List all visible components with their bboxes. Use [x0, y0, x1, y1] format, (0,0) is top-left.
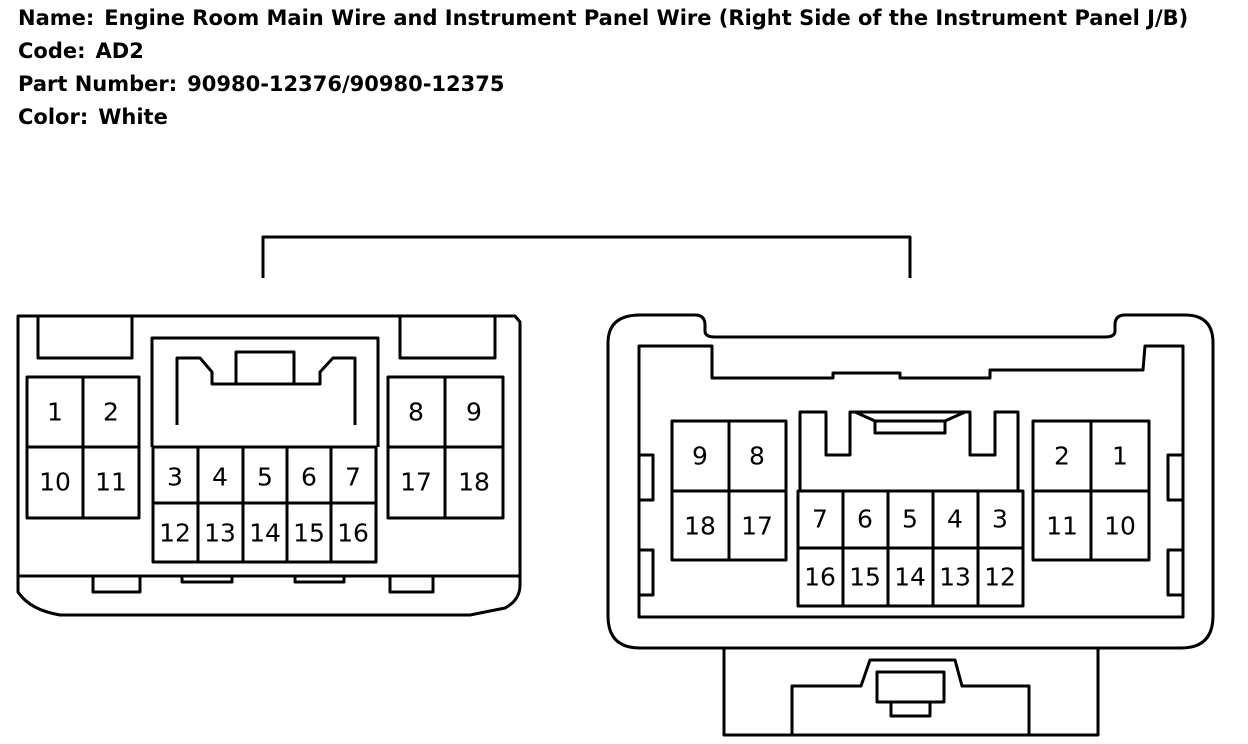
code-value: AD2 — [95, 39, 144, 63]
left-tab-right — [398, 316, 497, 360]
right-pin-9: 9 — [692, 442, 708, 471]
right-key-notch — [854, 410, 966, 423]
left-latch-inner — [175, 356, 357, 425]
right-connector-housing — [606, 313, 1215, 650]
info-color-row: Color: White — [18, 107, 168, 128]
right-keyway — [798, 410, 1020, 492]
left-pin-17: 17 — [400, 468, 432, 497]
info-code-row: Code: AD2 — [18, 41, 144, 62]
left-latch-frame — [150, 336, 380, 447]
color-label: Color: — [18, 105, 89, 129]
right-lock-foot — [889, 702, 932, 718]
left-pin-3: 3 — [167, 463, 183, 492]
right-pin-12: 12 — [984, 563, 1016, 592]
left-pin-12: 12 — [159, 519, 191, 548]
left-pin-10: 10 — [39, 468, 71, 497]
left-pin-7: 7 — [345, 463, 361, 492]
right-pin-10: 10 — [1104, 512, 1136, 541]
left-pin-2: 2 — [103, 398, 119, 427]
right-pin-4: 4 — [947, 505, 963, 534]
left-pin-18: 18 — [458, 468, 490, 497]
left-pin-5: 5 — [257, 463, 273, 492]
left-foot-3 — [180, 576, 234, 584]
code-label: Code: — [18, 39, 86, 63]
right-pin-2: 2 — [1054, 442, 1070, 471]
left-pin-15: 15 — [293, 519, 325, 548]
right-pin-3: 3 — [992, 505, 1008, 534]
left-pin-8: 8 — [408, 398, 424, 427]
right-lock-housing — [722, 648, 1100, 737]
connector-bracket — [261, 235, 912, 278]
right-pin-14: 14 — [894, 563, 926, 592]
left-tab-left — [36, 316, 134, 360]
right-pin-6: 6 — [857, 505, 873, 534]
right-lock-frame — [790, 658, 1031, 735]
right-key-tab — [873, 421, 947, 435]
name-label: Name: — [18, 6, 95, 30]
right-pin-grid — [670, 419, 1151, 608]
right-pin-15: 15 — [849, 563, 881, 592]
right-pin-11: 11 — [1046, 512, 1078, 541]
part-number-label: Part Number: — [18, 72, 178, 96]
right-inner-wall — [637, 344, 1185, 619]
left-pin-11: 11 — [95, 468, 127, 497]
color-value: White — [98, 105, 168, 129]
right-side-latch-2 — [639, 548, 655, 597]
right-pin-16: 16 — [804, 563, 836, 592]
left-pin-13: 13 — [204, 519, 236, 548]
right-pin-5: 5 — [902, 505, 918, 534]
right-side-latch-4 — [1166, 548, 1183, 597]
left-pin-6: 6 — [301, 463, 317, 492]
right-side-latch-1 — [639, 453, 655, 502]
left-foot-4 — [293, 576, 346, 584]
info-name-row: Name: Engine Room Main Wire and Instrumen… — [18, 8, 1188, 29]
part-number-value: 90980-12376/90980-12375 — [187, 72, 505, 96]
name-value: Engine Room Main Wire and Instrument Pan… — [104, 6, 1189, 30]
info-part-row: Part Number: 90980-12376/90980-12375 — [18, 74, 504, 95]
left-pin-16: 16 — [337, 519, 369, 548]
left-latch-tab — [234, 350, 296, 384]
right-pin-1: 1 — [1112, 442, 1128, 471]
right-side-latch-3 — [1166, 453, 1183, 502]
left-pin-1: 1 — [47, 398, 63, 427]
left-pin-grid — [25, 375, 505, 564]
left-pin-9: 9 — [466, 398, 482, 427]
left-foot-1 — [91, 576, 142, 594]
right-pin-8: 8 — [749, 442, 765, 471]
right-pin-13: 13 — [939, 563, 971, 592]
right-pin-18: 18 — [684, 512, 716, 541]
left-foot-2 — [388, 576, 435, 594]
right-pin-7: 7 — [812, 505, 828, 534]
left-connector-housing — [16, 314, 522, 617]
left-pin-14: 14 — [249, 519, 281, 548]
right-pin-17: 17 — [741, 512, 773, 541]
left-pin-4: 4 — [212, 463, 228, 492]
right-lock-tab — [875, 670, 946, 704]
